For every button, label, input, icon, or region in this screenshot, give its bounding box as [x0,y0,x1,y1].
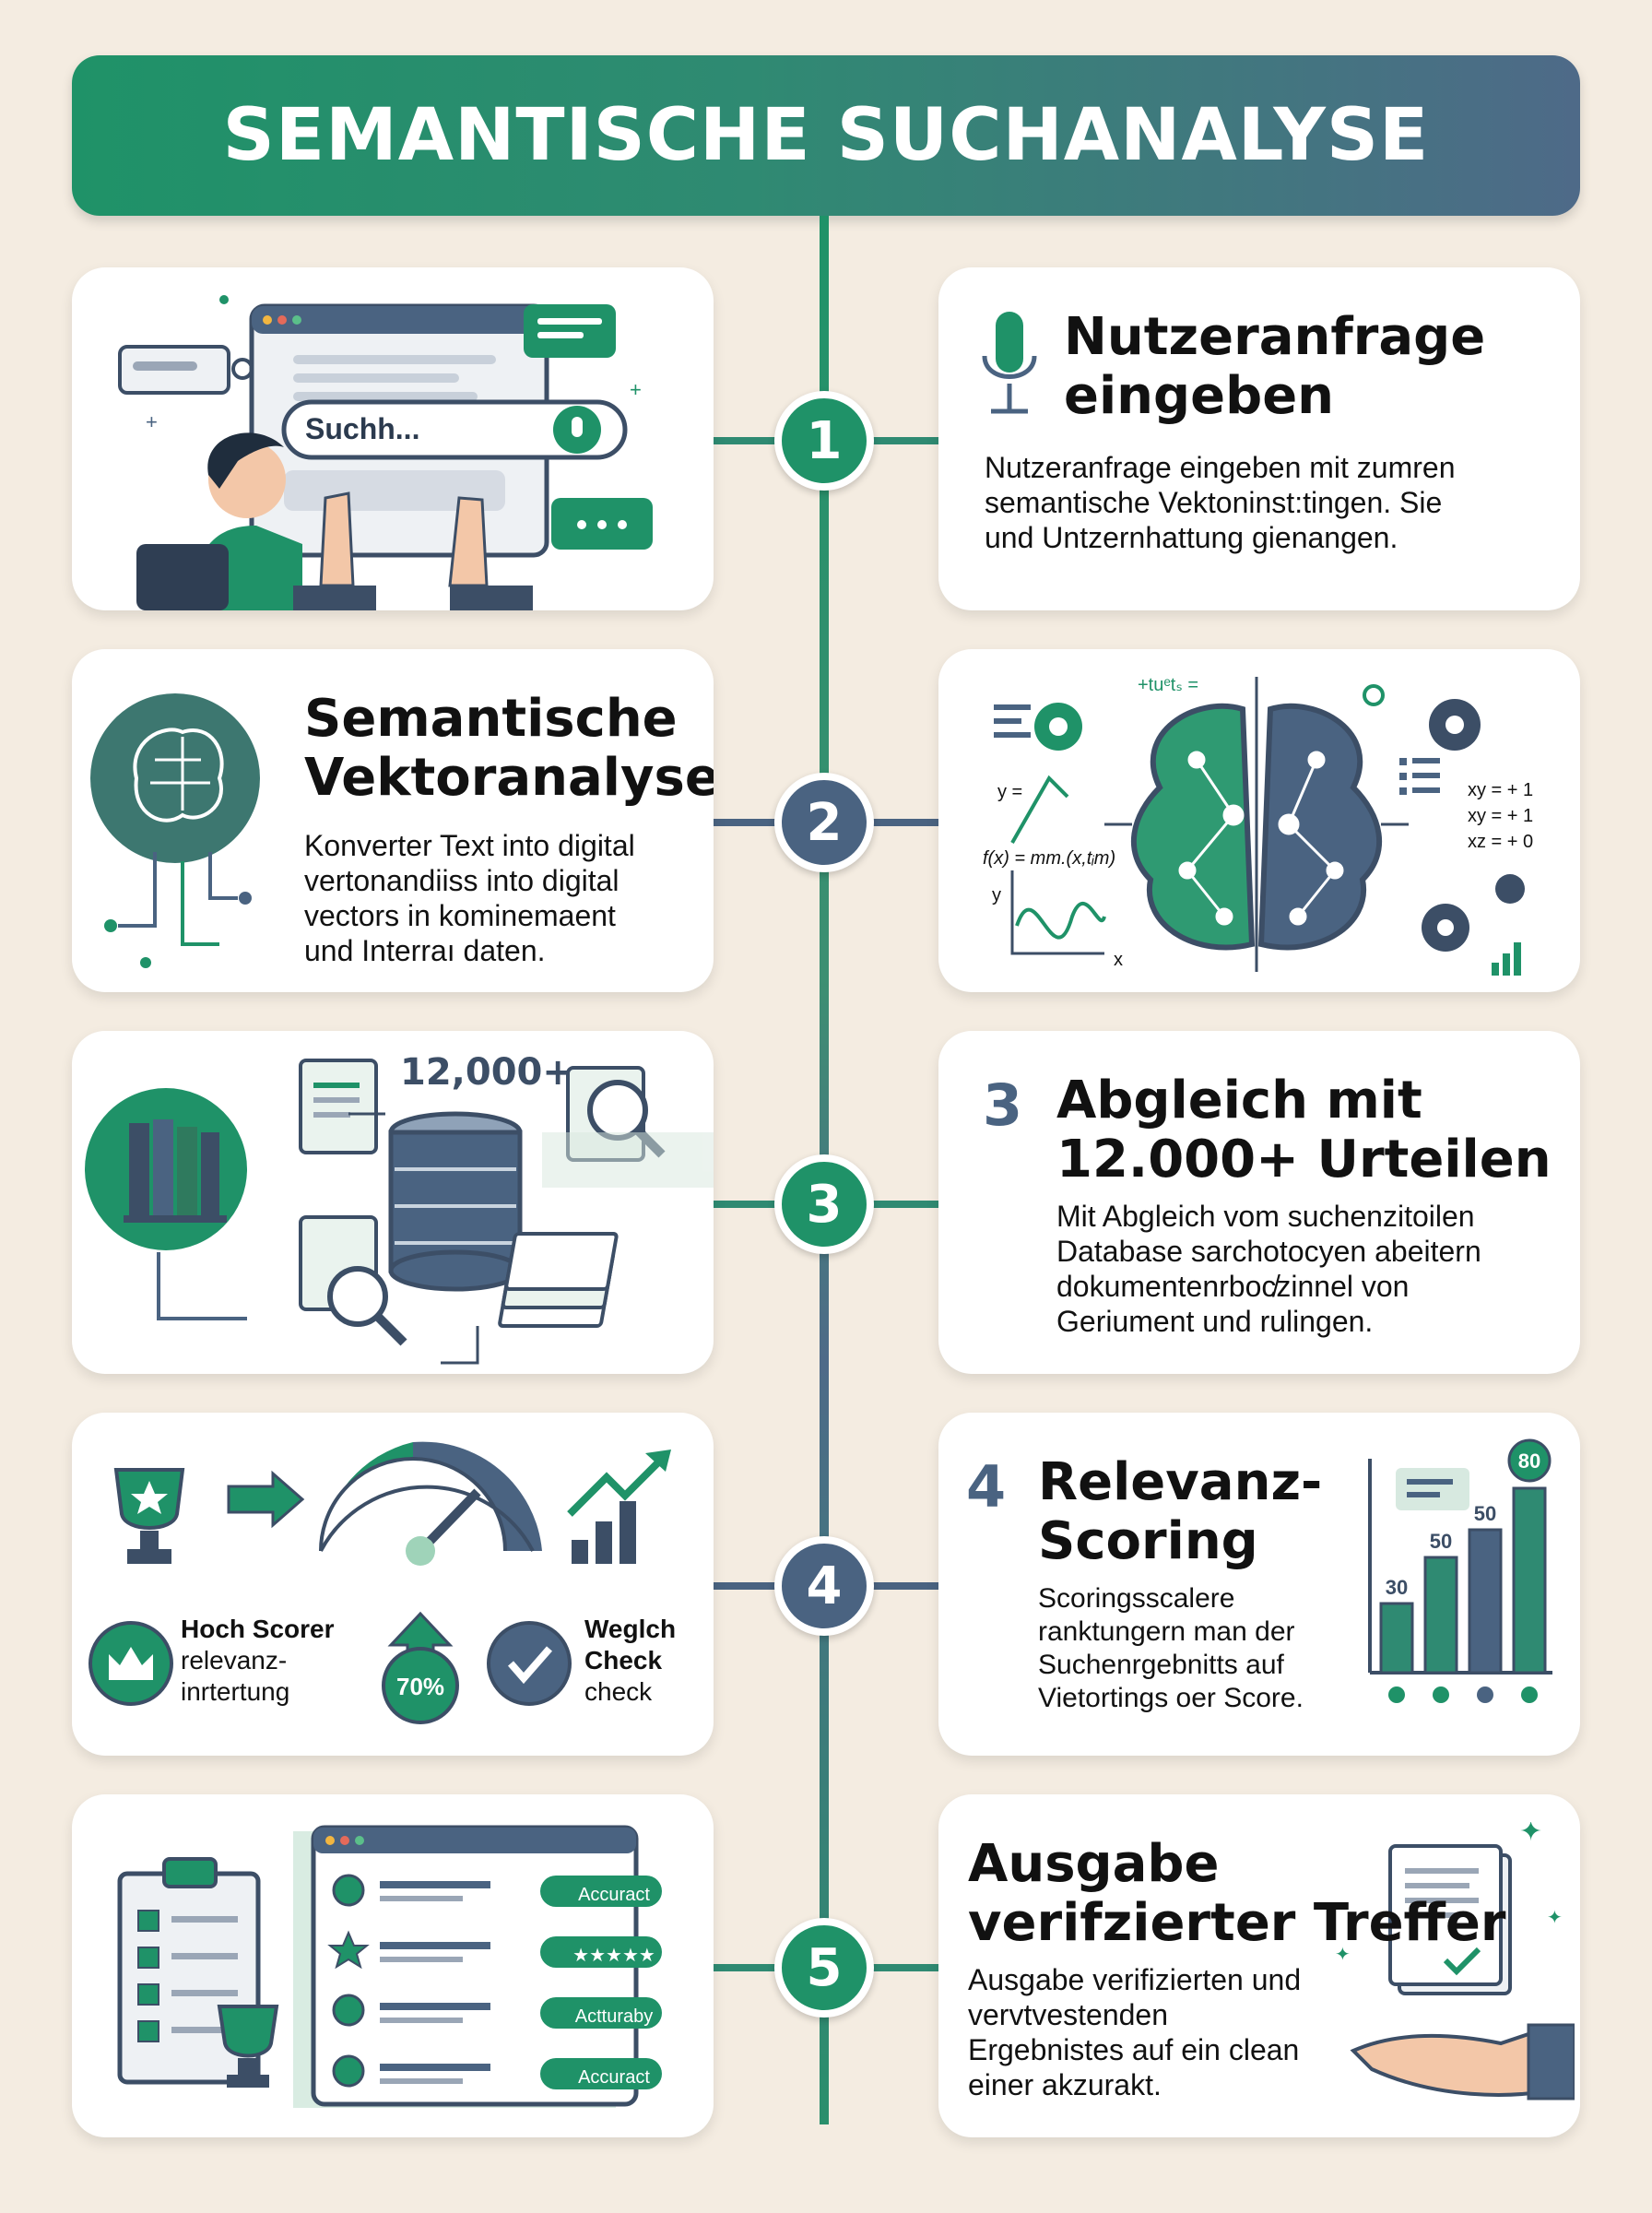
bar-value-label: 80 [1518,1450,1540,1473]
database-illustration [85,1059,714,1365]
score-bar [1423,1556,1458,1675]
step4-title-line2: Scoring [1038,1511,1258,1571]
search-illustration: + + [118,295,653,610]
relevance-bar-chart: 30 50 50 80 [1368,1438,1552,1703]
scoring-gauge-illustration [88,1441,671,1724]
step4-text-2: ranktungern man der [1038,1616,1295,1647]
step3-title-line1: Abgleich mit [1056,1071,1422,1130]
axis-x-label: x [1114,950,1123,970]
score-bar [1468,1528,1503,1675]
step1-text-3: und Untzernhattung gienangen. [985,521,1398,554]
step5-text-3: Ergebnistes auf ein clean [968,2033,1300,2066]
step3-text-3: dokumentenrboc̸zinnel von [1056,1270,1410,1303]
step5-title-line2: verifzierter Treffer [968,1893,1506,1953]
verified-results-illustration [117,1825,662,2108]
step3-text-1: Mit Abgleich vom suchenzitoilen [1056,1200,1475,1233]
brain-circuit-icon [90,693,260,968]
step1-title-line2: eingeben [1064,366,1335,426]
step2-text-1: Konverter Text into digital [304,829,635,862]
step3-illustration-card: 12,000+ [72,1031,714,1374]
left-badge-line2: relevanz- [181,1646,288,1675]
step1-text-card: Nutzeranfrage eingeben Nutzeranfrage ein… [938,267,1580,610]
right-badge-line2: Check [584,1646,663,1675]
step4-text-3: Suchenrgebnitts auf [1038,1650,1284,1680]
step1-text-2: semantische Vektoninst:tingen. Sie [985,486,1443,519]
step4-text-1: Scoringsscalere [1038,1583,1235,1614]
title-banner: SEMANTISCHE SUCHANALYSE [72,55,1580,216]
bar-value-label: 50 [1474,1502,1496,1525]
svg-text:+: + [146,410,158,433]
step-node-4: 4 [774,1536,874,1636]
step5-text-2: vervtvestenden [968,1998,1169,2031]
step3-number: 3 [983,1071,1023,1139]
neural-brain-illustration [994,677,1525,976]
step3-text-4: Geriument und rulingen. [1056,1305,1374,1338]
step2-illustration-card: +tuᵉtₛ = y = f(x) = mm.(x,tᵢm) xy = + 1 … [938,649,1580,992]
svg-text:✦: ✦ [1519,1822,1542,1847]
score-bar [1512,1486,1547,1675]
score-bar [1379,1602,1414,1675]
result-badge-1: Accuract [578,1885,650,1905]
step4-title-line1: Relevanz- [1038,1452,1323,1512]
score-badge [1507,1438,1552,1483]
step-node-2: 2 [774,773,874,872]
bar-dot [1433,1686,1449,1703]
formula-fx: f(x) = mm.(x,tᵢm) [983,848,1116,869]
axis-y-label: y [992,885,1001,905]
microphone-icon [982,312,1037,414]
result-badge-3: Actturaby [574,2006,654,2027]
step4-text-4: Vietortings oer Score. [1038,1683,1304,1713]
formula-eq3: xz = + 0 [1468,832,1534,852]
step3-text-card: 3 Abgleich mit 12.000+ Urteilen Mit Abgl… [938,1031,1580,1374]
formula-top: +tuᵉtₛ = [1138,675,1199,695]
step4-number: 4 [966,1453,1007,1521]
step2-text-3: vectors in kominemaent [304,899,616,932]
svg-text:✦: ✦ [1335,1945,1351,1965]
step-node-5: 5 [774,1918,874,2018]
bar-dot [1521,1686,1538,1703]
bar-dot [1388,1686,1405,1703]
step4-illustration-card: 70% Hoch Scorer relevanz- inrtertung Weg… [72,1413,714,1756]
step2-title-line2: Vektoranalyse [304,748,714,808]
gauge-value: 70% [396,1673,445,1700]
result-badge-4: Accuract [578,2067,650,2088]
step3-title-line2: 12.000+ Urteilen [1056,1130,1552,1189]
svg-text:✦: ✦ [1547,1908,1563,1928]
step5-text-card: ✦ ✦ ✦ Ausgabe verifzierter Treffer Ausga… [938,1794,1580,2137]
page-title: SEMANTISCHE SUCHANALYSE [222,94,1430,177]
step3-text-2: Database sarchotocyen abeitern [1056,1235,1481,1268]
result-badge-2: ★★★★★ [572,1946,655,1966]
step-node-3: 3 [774,1154,874,1254]
right-badge-title: Weglch [584,1615,677,1643]
step1-illustration-card: + + Suchh... [72,267,714,610]
svg-text:+: + [630,378,642,401]
bar-value-label: 30 [1386,1576,1408,1599]
formula-eq1: xy = + 1 [1468,780,1534,800]
step5-title-line1: Ausgabe [968,1834,1220,1894]
search-input[interactable]: Suchh... [305,412,420,445]
step2-text-2: vertonandiiss into digital [304,864,620,897]
bar-dot [1477,1686,1493,1703]
left-badge-title: Hoch Scorer [181,1615,335,1643]
step1-title-line1: Nutzeranfrage [1064,307,1486,367]
formula-eq2: xy = + 1 [1468,806,1534,826]
formula-y: y = [997,782,1023,802]
step1-text-1: Nutzeranfrage eingeben mit zumren [985,451,1456,484]
document-hand-illustration: ✦ ✦ ✦ [1335,1822,1575,2101]
step-node-1: 1 [774,391,874,491]
step5-text-4: einer akzurakt. [968,2068,1162,2101]
left-badge-line3: inrtertung [181,1677,290,1706]
right-badge-line3: check [584,1677,653,1706]
step5-illustration-card: Accuract ★★★★★ Actturaby Accuract [72,1794,714,2137]
step2-text-card: Semantische Vektoranalyse Konverter Text… [72,649,714,992]
step4-text-card: 4 Relevanz- Scoring Scoringsscalere rank… [938,1413,1580,1756]
bar-value-label: 50 [1430,1530,1452,1553]
step5-text-1: Ausgabe verifizierten und [968,1963,1302,1996]
step2-title-line1: Semantische [304,689,678,749]
step2-text-4: und Interraı daten. [304,934,546,967]
count-label: 12,000+ [400,1051,573,1094]
